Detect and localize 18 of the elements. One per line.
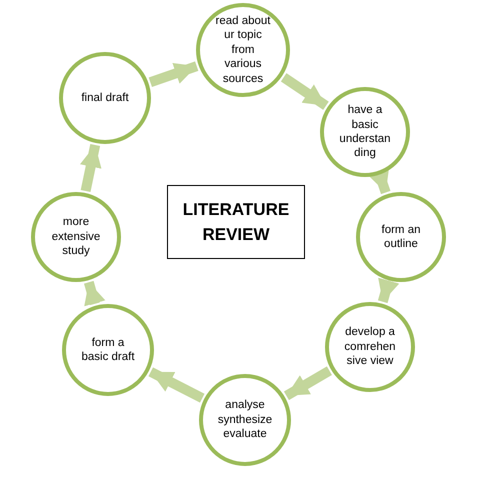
arrow <box>368 168 390 194</box>
step-text: LITERATURE REVIEW <box>182 198 290 246</box>
step-text: final draft <box>81 90 129 106</box>
title-box <box>167 185 305 259</box>
arrow <box>280 73 329 110</box>
arrow <box>80 144 102 192</box>
step-text: form an outline <box>380 222 422 252</box>
arrow <box>148 61 198 87</box>
arrow <box>84 280 106 306</box>
arrow <box>284 366 332 400</box>
arrow <box>378 278 400 304</box>
step-text: develop a comrehen sive view <box>343 325 397 369</box>
arrow <box>148 367 205 403</box>
step-text: read about ur topic from various sources <box>214 14 272 86</box>
step-text: more extensive study <box>50 215 102 259</box>
step-text: have a basic understan ding <box>338 103 392 161</box>
step-text: analyse synthesize evaluate <box>216 398 274 442</box>
step-text: form a basic draft <box>80 336 136 364</box>
